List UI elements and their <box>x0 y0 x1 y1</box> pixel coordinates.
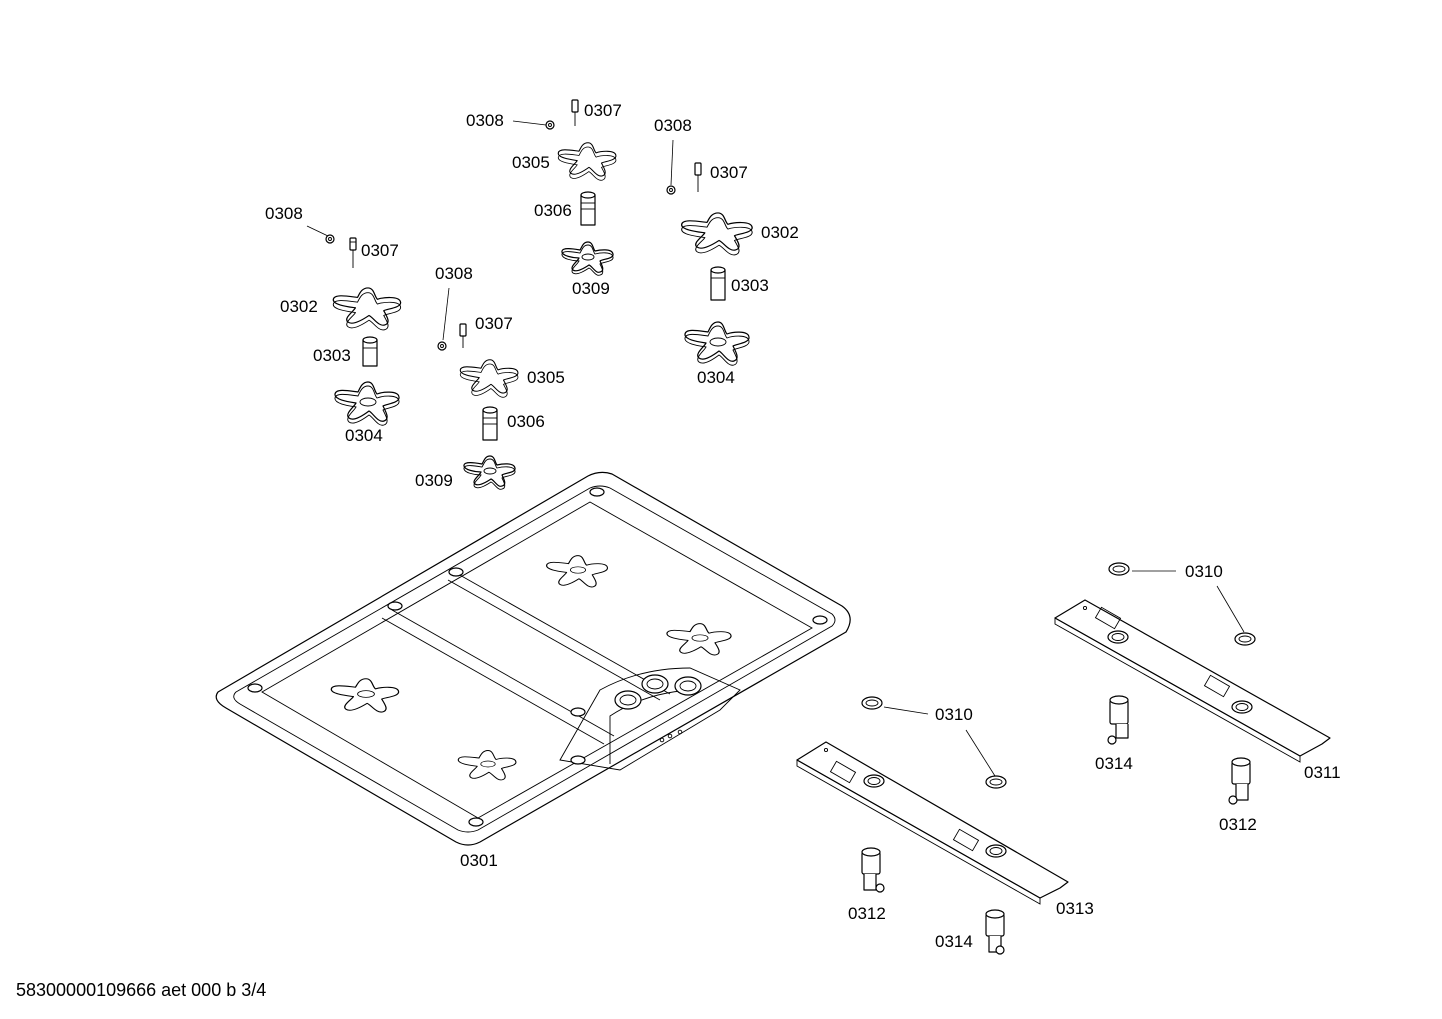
label-0302: 0302 <box>761 223 799 242</box>
valve-0314-b <box>985 909 1005 955</box>
cooktop-tray-0301 <box>215 471 851 846</box>
burner-parts-group-center-top <box>545 99 617 276</box>
label-0303: 0303 <box>313 346 351 365</box>
burner-diffuser-0309-b <box>463 455 516 490</box>
nut-0308-a <box>325 234 335 244</box>
sleeve-0303-a <box>362 336 378 367</box>
nut-0308-c <box>545 120 555 130</box>
burner-diffuser-0304-a <box>334 381 400 426</box>
label-0310: 0310 <box>935 705 973 724</box>
burner-cap-0305-c <box>557 142 617 181</box>
burner-cap-0305-b <box>459 359 519 398</box>
electrode-0307-d <box>694 162 702 192</box>
label-0314: 0314 <box>935 932 973 951</box>
burner-parts-group-right <box>666 162 753 366</box>
valve-0312-a <box>1228 757 1251 805</box>
label-0304: 0304 <box>697 368 735 387</box>
burner-parts-group-center-low <box>437 323 519 490</box>
valve-0312-b <box>861 847 885 893</box>
label-0310: 0310 <box>1185 562 1223 581</box>
label-0307: 0307 <box>475 314 513 333</box>
label-0308: 0308 <box>265 204 303 223</box>
sleeve-0306-c <box>580 191 596 226</box>
label-0307: 0307 <box>361 241 399 260</box>
label-0309: 0309 <box>572 279 610 298</box>
electrode-0307-a <box>349 237 357 268</box>
burner-diffuser-0304-d <box>684 321 750 366</box>
burner-diffuser-0309-c <box>561 241 614 276</box>
label-0312: 0312 <box>1219 815 1257 834</box>
sleeve-0303-d <box>710 266 726 301</box>
nut-0310-c <box>861 696 883 710</box>
label-0301: 0301 <box>460 851 498 870</box>
gas-rail-0311 <box>1054 599 1331 763</box>
valve-0314-a <box>1107 695 1129 745</box>
electrode-0307-c <box>571 99 579 126</box>
burner-cap-0302-d <box>680 212 753 256</box>
label-0307: 0307 <box>584 101 622 120</box>
burner-cap-0302-a <box>332 287 402 331</box>
gas-rail-0313 <box>796 741 1069 905</box>
nut-0310-a <box>1108 562 1130 576</box>
part-labels: 0308 0307 0305 0306 0309 0308 0307 0302 … <box>265 101 1341 951</box>
label-0302: 0302 <box>280 297 318 316</box>
label-0303: 0303 <box>731 276 769 295</box>
electrode-0307-b <box>459 323 467 348</box>
label-0309: 0309 <box>415 471 453 490</box>
burner-parts-group-left <box>325 234 402 426</box>
label-0305: 0305 <box>527 368 565 387</box>
nut-0308-d <box>666 185 676 195</box>
leader-lines <box>306 120 1245 777</box>
nut-0308-b <box>437 341 447 351</box>
document-id: 58300000109666 aet 000 b 3/4 <box>16 980 267 1000</box>
label-0306: 0306 <box>534 201 572 220</box>
label-0311: 0311 <box>1304 763 1341 782</box>
label-0312: 0312 <box>848 904 886 923</box>
sleeve-0306-b <box>482 406 498 441</box>
label-0308: 0308 <box>654 116 692 135</box>
label-0304: 0304 <box>345 426 383 445</box>
nut-0310-d <box>985 775 1007 789</box>
label-0313: 0313 <box>1056 899 1094 918</box>
label-0307: 0307 <box>710 163 748 182</box>
label-0314: 0314 <box>1095 754 1133 773</box>
nut-0310-b <box>1234 632 1256 646</box>
label-0308: 0308 <box>466 111 504 130</box>
label-0305: 0305 <box>512 153 550 172</box>
label-0308: 0308 <box>435 264 473 283</box>
label-0306: 0306 <box>507 412 545 431</box>
